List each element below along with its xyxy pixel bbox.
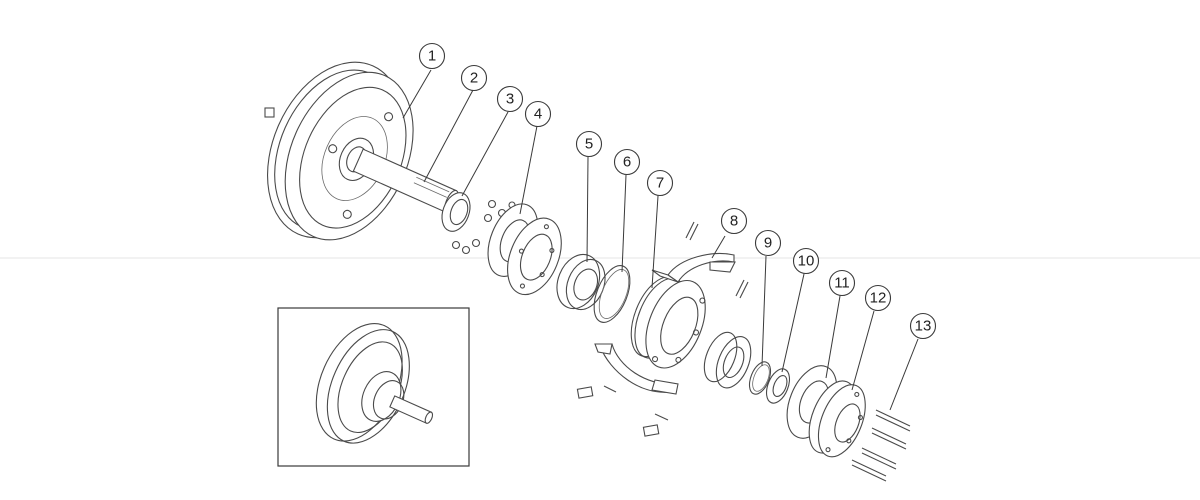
snap-ring-6 (593, 265, 631, 323)
assembled-view-inset (277, 307, 470, 467)
callout-9-label: 9 (764, 235, 772, 252)
callout-7-label: 7 (656, 175, 664, 192)
callout-4: 4 (524, 100, 552, 128)
callout-4-label: 4 (534, 106, 542, 123)
callout-12: 12 (864, 284, 892, 312)
callout-6-label: 6 (623, 154, 631, 171)
wheel-stub (264, 107, 275, 118)
callout-8: 8 (720, 207, 748, 235)
snap-ring-9 (748, 361, 772, 395)
wheel-with-shaft (266, 61, 459, 241)
callout-10-label: 10 (798, 253, 815, 270)
callout-leaders (402, 69, 919, 411)
bearing-5 (556, 253, 606, 311)
callout-13: 13 (909, 312, 937, 340)
washer-10 (765, 368, 791, 404)
callout-1: 1 (418, 42, 446, 70)
clamp-halves-8 (576, 221, 749, 437)
flange-plates (487, 203, 562, 296)
callout-10: 10 (792, 247, 820, 275)
small-nuts (451, 199, 516, 255)
seal-ring (441, 192, 471, 232)
callout-3: 3 (496, 85, 524, 113)
callout-6: 6 (613, 148, 641, 176)
callout-9: 9 (754, 229, 782, 257)
callout-13-label: 13 (915, 318, 932, 335)
callout-1-label: 1 (428, 48, 436, 65)
callout-8-label: 8 (730, 213, 738, 230)
bearing-housing-7 (630, 276, 706, 369)
callout-5: 5 (575, 130, 603, 158)
callout-11-label: 11 (834, 275, 850, 292)
callout-11: 11 (828, 269, 856, 297)
tapered-bearing (703, 331, 752, 389)
end-cap-12 (808, 380, 866, 458)
callout-3-label: 3 (506, 91, 514, 108)
callout-5-label: 5 (585, 136, 593, 153)
bolts-13 (851, 409, 911, 482)
callout-2-label: 2 (470, 70, 478, 87)
callout-12-label: 12 (870, 290, 887, 307)
callout-7: 7 (646, 169, 674, 197)
callout-2: 2 (460, 64, 488, 92)
